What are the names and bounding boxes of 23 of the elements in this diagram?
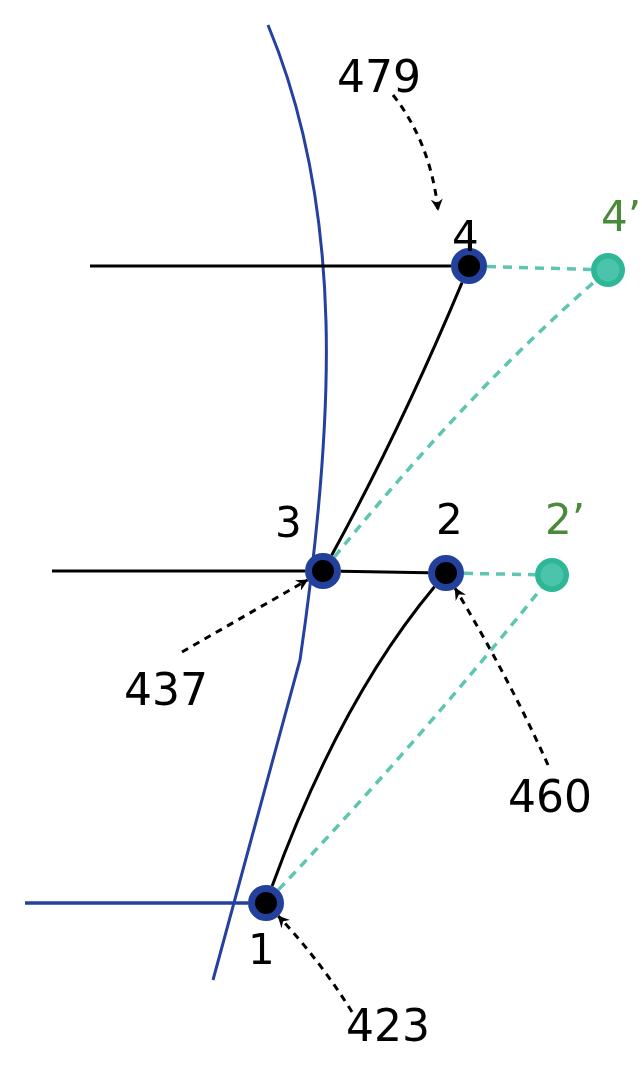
horizontal-line bbox=[25, 901, 248, 905]
horizontal-line bbox=[52, 569, 305, 573]
dashed-line bbox=[463, 571, 536, 577]
callout-number: 460 bbox=[508, 775, 592, 819]
point-label: 3 bbox=[275, 502, 302, 544]
leader-arrow bbox=[391, 94, 443, 211]
leader-arrow bbox=[453, 587, 550, 766]
callout-number: 423 bbox=[346, 1004, 430, 1048]
point-label: 2’ bbox=[545, 499, 586, 541]
leader-arrow bbox=[277, 915, 354, 1013]
process-line bbox=[270, 585, 436, 887]
process-line bbox=[340, 569, 429, 575]
point-label: 2 bbox=[436, 499, 463, 541]
callout-number: 437 bbox=[124, 668, 208, 712]
horizontal-line bbox=[90, 264, 451, 268]
leader-arrow bbox=[181, 578, 309, 654]
process-line bbox=[330, 282, 464, 556]
dashed-line bbox=[486, 264, 592, 272]
point-label: 4 bbox=[452, 216, 479, 258]
point-label: 1 bbox=[248, 929, 275, 971]
point-label: 4’ bbox=[601, 196, 642, 238]
dashed-line bbox=[333, 279, 597, 559]
callout-number: 479 bbox=[337, 55, 421, 99]
